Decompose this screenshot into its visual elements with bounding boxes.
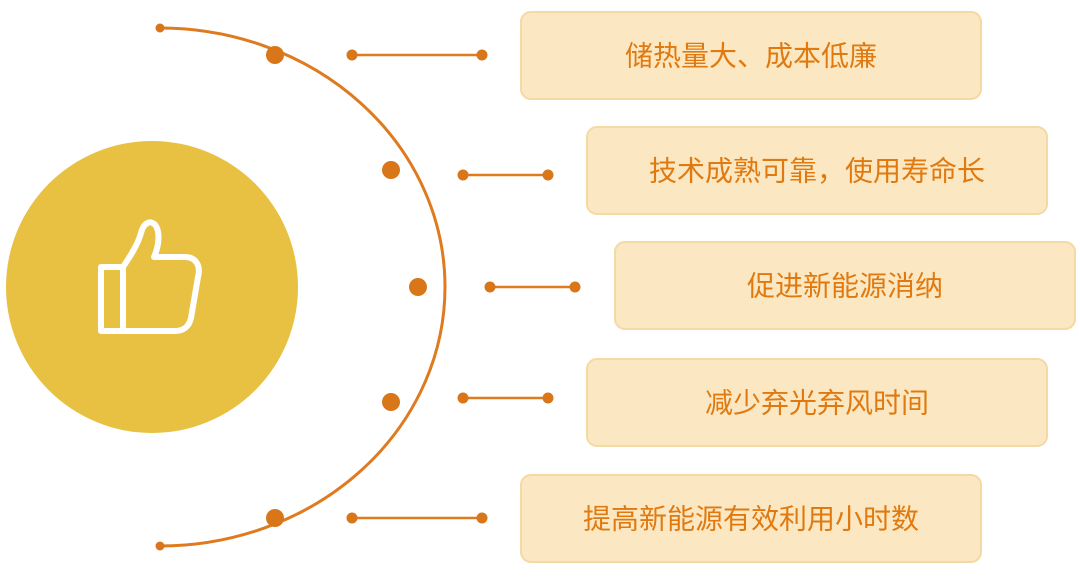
- benefit-label: 储热量大、成本低廉: [625, 40, 877, 73]
- benefit-box-2: 技术成熟可靠，使用寿命长: [586, 126, 1048, 215]
- benefit-label: 提高新能源有效利用小时数: [583, 503, 919, 536]
- connector-line: [484, 281, 581, 293]
- arc-end-dot-top: [155, 23, 165, 33]
- benefit-box-3: 促进新能源消纳: [614, 241, 1076, 330]
- arc-node-dot: [266, 509, 284, 527]
- benefit-label: 促进新能源消纳: [747, 270, 943, 303]
- arc-node-dot: [266, 46, 284, 64]
- benefit-box-5: 提高新能源有效利用小时数: [520, 474, 982, 563]
- connector-line: [346, 49, 488, 61]
- hub-circle: [6, 141, 298, 433]
- arc-node-dot: [382, 393, 400, 411]
- benefit-box-4: 减少弃光弃风时间: [586, 358, 1048, 447]
- benefit-box-1: 储热量大、成本低廉: [520, 11, 982, 100]
- benefit-label: 技术成熟可靠，使用寿命长: [649, 155, 985, 188]
- arc-end-dot-bottom: [155, 541, 165, 551]
- connector-line: [457, 169, 554, 181]
- thumbs-up-icon: [98, 219, 202, 334]
- arc-node-dot: [409, 278, 427, 296]
- arc-node-dot: [382, 161, 400, 179]
- connector-line: [346, 512, 488, 524]
- connector-arc: [159, 26, 447, 548]
- connector-line: [457, 392, 554, 404]
- benefit-label: 减少弃光弃风时间: [705, 387, 929, 420]
